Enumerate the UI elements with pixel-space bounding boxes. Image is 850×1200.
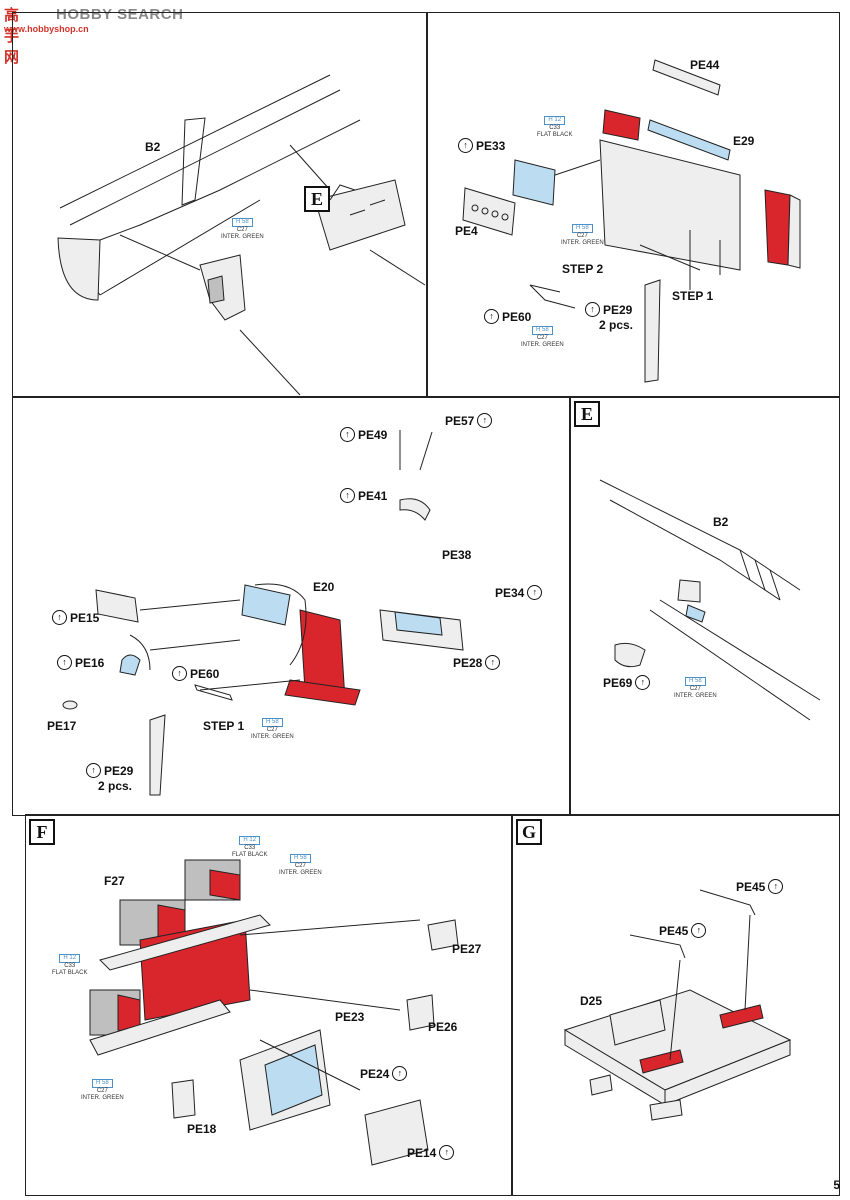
color-code-f-left: H 12 C33 FLAT BLACK xyxy=(52,954,88,976)
color-code-b-mid: H 58 C27 INTER. GREEN xyxy=(561,224,604,246)
rotate-arrow-icon: ↑ xyxy=(172,666,187,681)
rotate-arrow-icon: ↑ xyxy=(57,655,72,670)
rotate-arrow-icon: ↑ xyxy=(340,427,355,442)
rotate-arrow-icon: ↑ xyxy=(691,923,707,938)
rotate-arrow-icon: ↑ xyxy=(768,879,784,894)
label-pe34: PE34↑ xyxy=(495,585,543,600)
color-code-f-top: H 12 C33 FLAT BLACK xyxy=(232,836,268,858)
panel-a-frame xyxy=(12,12,428,398)
color-code-e: H 58 C27 INTER. GREEN xyxy=(674,677,717,699)
rotate-arrow-icon: ↑ xyxy=(527,585,543,600)
label-pe60-c: ↑PE60 xyxy=(172,666,219,681)
rotate-arrow-icon: ↑ xyxy=(392,1066,408,1081)
watermark-url: www.hobbyshop.cn xyxy=(4,24,89,34)
label-pe29-c: ↑PE29 xyxy=(86,763,133,778)
panel-e-detail-drawing xyxy=(599,479,821,721)
color-code-f-bottom: H 58 C27 INTER. GREEN xyxy=(81,1079,124,1101)
callout-letter-e: E xyxy=(304,186,330,212)
label-b2-e: B2 xyxy=(713,515,729,529)
rotate-arrow-icon: ↑ xyxy=(635,675,651,690)
label-pe44: PE44 xyxy=(690,58,720,72)
panel-letter-e: E xyxy=(574,401,600,427)
color-code-c: C27 xyxy=(236,227,248,233)
panel-b-cockpit-drawing xyxy=(462,59,801,383)
label-pe28: PE28↑ xyxy=(453,655,501,670)
label-pe45-top: PE45↑ xyxy=(736,879,784,894)
color-code-b-bottom: H 58 C27 INTER. GREEN xyxy=(521,326,564,348)
label-pe57: PE57↑ xyxy=(445,413,493,428)
color-code-c: H 58 C27 INTER. GREEN xyxy=(251,718,294,740)
rotate-arrow-icon: ↑ xyxy=(340,488,355,503)
label-d25: D25 xyxy=(580,994,603,1008)
label-pe24: PE24↑ xyxy=(360,1066,408,1081)
color-code-h: H 58 xyxy=(231,218,253,227)
panel-c-cockpit-drawing xyxy=(62,430,464,796)
label-pe16: ↑PE16 xyxy=(57,655,104,670)
label-step2: STEP 2 xyxy=(562,262,604,276)
color-code-f-top2: H 58 C27 INTER. GREEN xyxy=(279,854,322,876)
color-code-name: INTER. GREEN xyxy=(221,234,264,240)
label-pe15: ↑PE15 xyxy=(52,610,99,625)
panel-c-frame xyxy=(12,396,571,816)
label-pe38: PE38 xyxy=(442,548,472,562)
label-pe33: ↑PE33 xyxy=(458,138,505,153)
label-pe18: PE18 xyxy=(187,1122,217,1136)
label-pe69: PE69↑ xyxy=(603,675,651,690)
panel-e-frame xyxy=(569,396,840,816)
page-number: 5 xyxy=(833,1178,840,1192)
panel-g-floor-drawing xyxy=(563,889,792,1121)
label-b2-a: B2 xyxy=(145,140,161,154)
label-f27: F27 xyxy=(104,874,125,888)
rotate-arrow-icon: ↑ xyxy=(86,763,101,778)
panel-b-frame xyxy=(426,12,840,398)
label-step1-b: STEP 1 xyxy=(672,289,714,303)
label-pe45-mid: PE45↑ xyxy=(659,923,707,938)
label-step1-c: STEP 1 xyxy=(203,719,245,733)
rotate-arrow-icon: ↑ xyxy=(52,610,67,625)
label-pe23: PE23 xyxy=(335,1010,365,1024)
watermark-text: HOBBY SEARCH xyxy=(56,6,184,23)
label-e29: E29 xyxy=(733,134,755,148)
panel-letter-f: F xyxy=(29,819,55,845)
label-pe60-b: ↑PE60 xyxy=(484,309,531,324)
label-pe14: PE14↑ xyxy=(407,1145,455,1160)
panel-g-frame xyxy=(511,814,840,1196)
label-pe41: ↑PE41 xyxy=(340,488,387,503)
rotate-arrow-icon: ↑ xyxy=(439,1145,455,1160)
rotate-arrow-icon: ↑ xyxy=(585,302,600,317)
rotate-arrow-icon: ↑ xyxy=(484,309,499,324)
label-pe4: PE4 xyxy=(455,224,478,238)
label-pe17: PE17 xyxy=(47,719,77,733)
watermark-logo: 高手网 xyxy=(4,6,21,66)
rotate-arrow-icon: ↑ xyxy=(458,138,473,153)
color-code-a: H 58 C27 INTER. GREEN xyxy=(221,218,264,241)
label-pe29-b: ↑PE29 xyxy=(585,302,632,317)
panel-a-fuselage-drawing xyxy=(57,74,426,396)
label-pe29-qty-b: 2 pcs. xyxy=(599,318,634,332)
label-pe49: ↑PE49 xyxy=(340,427,387,442)
label-pe27: PE27 xyxy=(452,942,482,956)
panel-f-radio-drawing xyxy=(89,859,459,1166)
label-pe29-qty-c: 2 pcs. xyxy=(98,779,133,793)
panel-f-frame xyxy=(25,814,513,1196)
label-pe26: PE26 xyxy=(428,1020,458,1034)
rotate-arrow-icon: ↑ xyxy=(477,413,493,428)
label-e20: E20 xyxy=(313,580,335,594)
panel-letter-g: G xyxy=(516,819,542,845)
color-code-b-top: H 12 C33 FLAT BLACK xyxy=(537,116,573,138)
rotate-arrow-icon: ↑ xyxy=(485,655,501,670)
